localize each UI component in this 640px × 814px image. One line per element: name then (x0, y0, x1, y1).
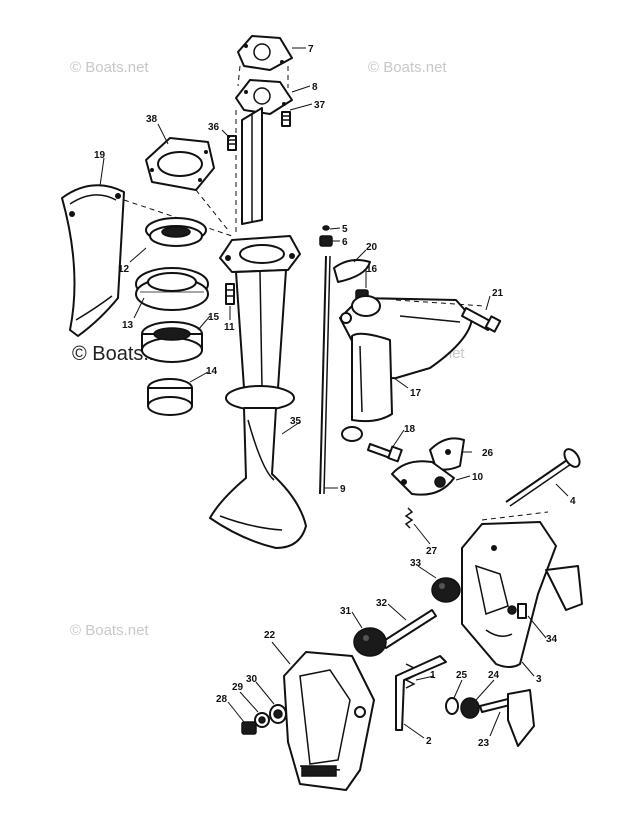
callout-34: 34 (546, 634, 558, 645)
bolt-11 (225, 283, 235, 305)
watermark-top-left: © Boats.net (70, 59, 149, 76)
spring-27 (404, 507, 414, 529)
callout-14: 14 (206, 366, 218, 377)
callout-26: 26 (482, 448, 494, 459)
watermark-bottom-left: © Boats.net (70, 622, 149, 639)
bearing-15 (141, 321, 203, 363)
thumb-screw-23 (479, 689, 535, 747)
screw-32 (381, 609, 437, 649)
callout-19: 19 (94, 150, 106, 161)
nut-6 (319, 235, 333, 247)
swivel-bracket-17 (339, 295, 473, 442)
clip-20 (333, 259, 371, 283)
callout-16: 16 (366, 264, 378, 275)
exhaust-tube (241, 107, 263, 225)
callout-32: 32 (376, 598, 388, 609)
bracket-22 (283, 651, 375, 791)
callout-30: 30 (246, 674, 258, 685)
washer-5 (322, 225, 330, 231)
bolt-37 (281, 111, 291, 127)
callout-25: 25 (456, 670, 468, 681)
callout-21: 21 (492, 288, 504, 299)
callout-23: 23 (478, 738, 490, 749)
washer-25 (445, 697, 459, 715)
bushing-30 (269, 704, 287, 724)
callout-37: 37 (314, 100, 326, 111)
callout-12: 12 (118, 264, 130, 275)
nut-28 (241, 721, 257, 735)
callout-28: 28 (216, 694, 228, 705)
callout-5: 5 (342, 224, 348, 235)
seal-12 (145, 217, 207, 247)
housing-19 (61, 184, 125, 337)
plate-10 (391, 460, 455, 496)
rod-9 (319, 255, 331, 495)
knob-31 (353, 627, 387, 657)
bolt-18 (367, 443, 403, 463)
callout-labels: 7 8 37 36 38 19 12 13 15 14 11 35 5 6 20… (94, 44, 576, 749)
callout-2: 2 (426, 736, 432, 747)
callout-18: 18 (404, 424, 416, 435)
callout-6: 6 (342, 237, 348, 248)
gasket-38 (145, 137, 215, 191)
callout-31: 31 (340, 606, 352, 617)
callout-29: 29 (232, 682, 244, 693)
callout-7: 7 (308, 44, 314, 55)
bolt-36 (227, 135, 237, 151)
bushing-14 (147, 378, 193, 416)
callout-9: 9 (340, 484, 346, 495)
bolt-21 (461, 307, 502, 333)
callout-38: 38 (146, 114, 158, 125)
watermark-top-right: © Boats.net (368, 59, 447, 76)
callout-13: 13 (122, 320, 134, 331)
callout-1: 1 (430, 670, 436, 681)
callout-11: 11 (224, 322, 235, 333)
knob-33 (431, 577, 461, 603)
ring-13 (135, 267, 209, 311)
bushing-24 (460, 697, 480, 719)
callout-36: 36 (208, 122, 220, 133)
callout-27: 27 (426, 546, 438, 557)
plate-7 (237, 35, 293, 71)
clamp-bracket-3 (461, 521, 583, 668)
tilt-tube-4 (505, 448, 581, 507)
callout-24: 24 (488, 670, 500, 681)
callout-3: 3 (536, 674, 542, 685)
plate-8 (235, 79, 293, 115)
rod-2 (395, 655, 447, 731)
callout-17: 17 (410, 388, 422, 399)
callout-10: 10 (472, 472, 484, 483)
leader-lines (99, 47, 569, 739)
callout-33: 33 (410, 558, 422, 569)
exhaust-housing-35 (209, 235, 307, 549)
callout-4: 4 (570, 496, 576, 507)
callout-22: 22 (264, 630, 276, 641)
callout-20: 20 (366, 242, 378, 253)
washer-29 (254, 712, 270, 728)
callout-35: 35 (290, 416, 302, 427)
callout-15: 15 (208, 312, 220, 323)
bolt-34 (517, 603, 527, 619)
callout-8: 8 (312, 82, 318, 93)
